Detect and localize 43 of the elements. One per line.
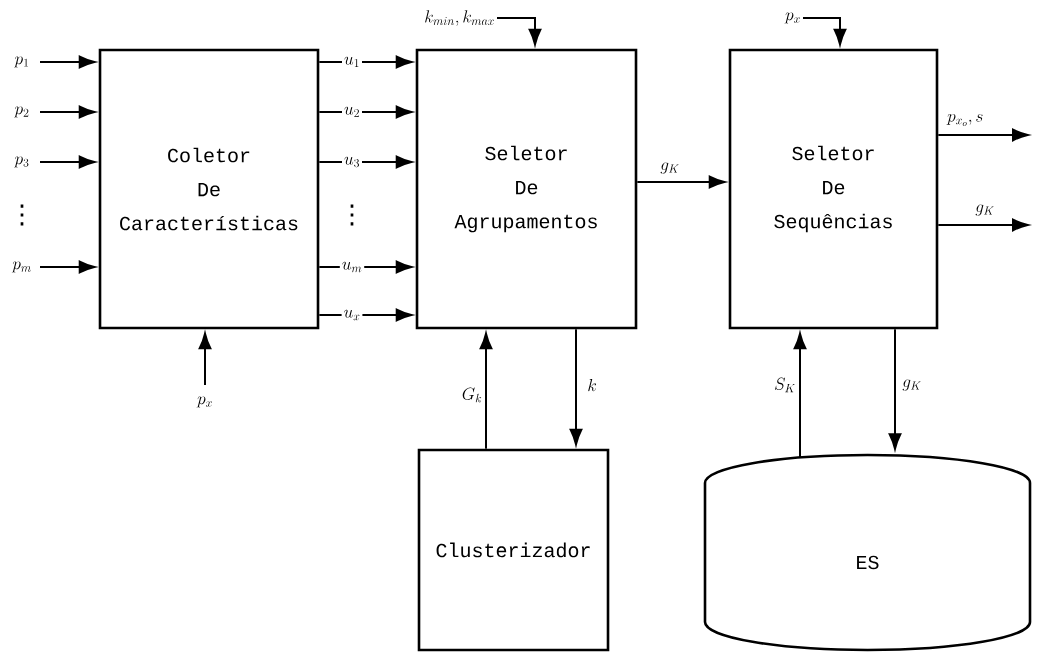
edge-label: $u_{m}$: [339, 260, 365, 274]
arrow: [496, 17, 542, 46]
edge-label: $g_{K}$: [973, 202, 997, 218]
ellipsis: ⋮: [20, 204, 24, 226]
edge-label: $u_{1}$: [342, 55, 362, 69]
edge-label: $g_{K}$: [900, 377, 924, 393]
process-box: Seletor De Agrupamentos: [415, 48, 638, 330]
database-cylinder: ES: [703, 453, 1032, 652]
arrow: [793, 332, 807, 459]
edge-label: $p_{x}$: [783, 10, 803, 26]
arrow: [318, 155, 413, 169]
arrow: [39, 105, 96, 119]
edge-label: $u_{2}$: [342, 105, 362, 119]
arrow: [636, 175, 726, 189]
edge-label: $g_{K}$: [658, 160, 682, 176]
arrow: [937, 218, 1029, 232]
arrow: [318, 105, 413, 119]
edge-label: $p_{2}$: [12, 104, 32, 120]
process-box: Coletor De Características: [98, 48, 320, 330]
arrow: [569, 328, 583, 446]
edge-label: $S_{K}$: [772, 375, 798, 395]
ellipsis: ⋮: [350, 204, 354, 226]
arrow: [318, 55, 413, 69]
edge-label: $k$: [585, 377, 599, 393]
edge-label: $G_{k}$: [459, 385, 485, 405]
edge-label: $p_{1}$: [12, 54, 32, 70]
arrow: [39, 155, 96, 169]
arrow: [888, 328, 902, 450]
arrow: [318, 308, 413, 322]
edge-label: $p_{m}$: [10, 259, 34, 275]
arrow: [198, 332, 212, 386]
edge-label: $p_{x}$: [195, 394, 215, 410]
edge-label: $p_{3}$: [12, 154, 32, 170]
arrow: [39, 55, 96, 69]
edge-label: $p_{x_{o}}, s$: [945, 112, 986, 128]
edge-label: $u_{x}$: [341, 308, 363, 322]
edge-label: $u_{3}$: [342, 155, 362, 169]
arrow: [802, 17, 847, 46]
process-box: Clusterizador: [417, 448, 610, 652]
edge-label: $k_{min}, k_{max}$: [422, 8, 497, 28]
arrow: [479, 332, 493, 450]
arrow: [39, 260, 96, 274]
process-box: Seletor De Sequências: [728, 48, 939, 330]
